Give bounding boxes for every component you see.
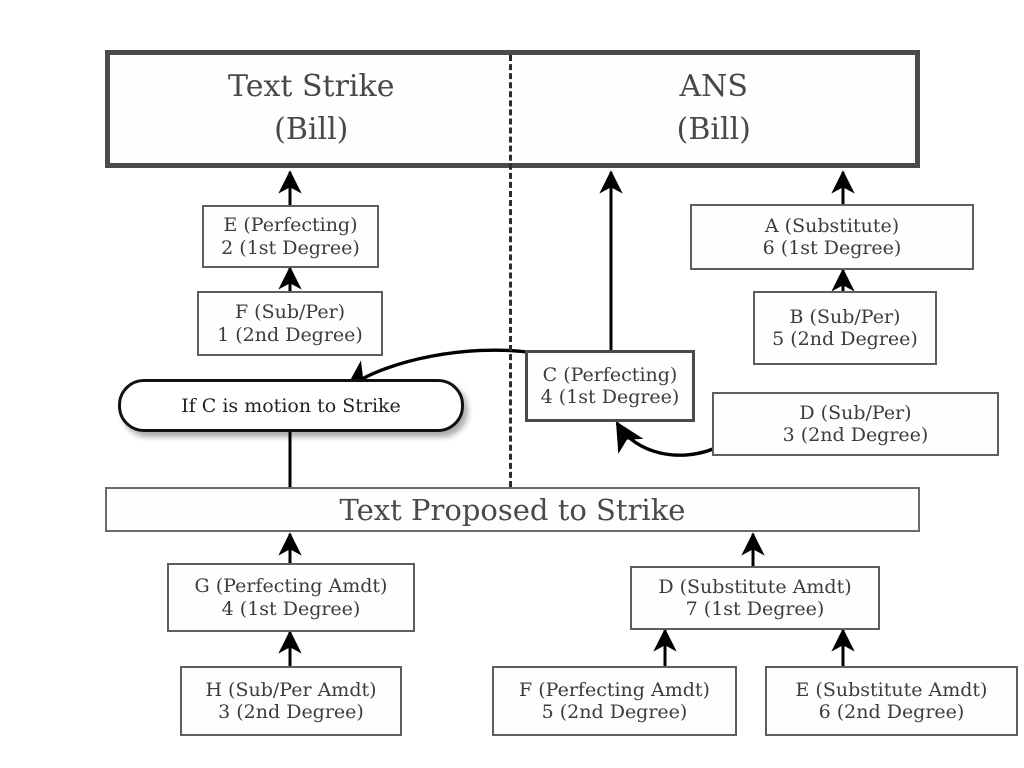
node-g-line1: G (Perfecting Amdt) bbox=[194, 575, 388, 598]
node-h-subper-amdt[interactable]: H (Sub/Per Amdt) 3 (2nd Degree) bbox=[180, 666, 402, 736]
node-d2-line2: 7 (1st Degree) bbox=[685, 598, 825, 620]
connector-d-to-c bbox=[615, 421, 714, 457]
header-column-ans: ANS (Bill) bbox=[513, 55, 916, 163]
node-f2-line2: 5 (2nd Degree) bbox=[541, 701, 688, 723]
node-g-line2: 4 (1st Degree) bbox=[221, 597, 361, 620]
node-f2-line1: F (Perfecting Amdt) bbox=[519, 678, 710, 701]
node-a-substitute[interactable]: A (Substitute) 6 (1st Degree) bbox=[690, 204, 974, 270]
vertical-dashed-divider bbox=[509, 55, 512, 487]
node-b-line1: B (Sub/Per) bbox=[789, 305, 901, 328]
node-f-line2: 1 (2nd Degree) bbox=[217, 323, 363, 346]
node-e2-line1: E (Substitute Amdt) bbox=[795, 678, 988, 701]
node-f-line1: F (Sub/Per) bbox=[234, 301, 346, 324]
node-c-line1: C (Perfecting) bbox=[542, 363, 678, 386]
header-left-line2: (Bill) bbox=[274, 112, 349, 147]
node-a-line1: A (Substitute) bbox=[764, 214, 900, 237]
mid-bar-text-proposed-to-strike: Text Proposed to Strike bbox=[105, 487, 920, 532]
node-g-perfecting-amdt[interactable]: G (Perfecting Amdt) 4 (1st Degree) bbox=[167, 563, 415, 632]
node-d-line1: D (Sub/Per) bbox=[799, 401, 912, 424]
node-e2-line2: 6 (2nd Degree) bbox=[818, 701, 965, 723]
header-left-line1: Text Strike bbox=[228, 69, 395, 105]
node-d2-substitute-amdt[interactable]: D (Substitute Amdt) 7 (1st Degree) bbox=[630, 566, 880, 630]
callout-if-c-is-motion-to-strike[interactable]: If C is motion to Strike bbox=[118, 379, 464, 432]
node-b-line2: 5 (2nd Degree) bbox=[772, 328, 918, 350]
node-d-subper[interactable]: D (Sub/Per) 3 (2nd Degree) bbox=[712, 392, 999, 456]
node-h-line2: 3 (2nd Degree) bbox=[218, 701, 364, 723]
node-a-line2: 6 (1st Degree) bbox=[762, 237, 902, 259]
node-h-line1: H (Sub/Per Amdt) bbox=[205, 678, 377, 701]
header-right-line1: ANS bbox=[679, 69, 748, 105]
header-band: Text Strike (Bill) ANS (Bill) bbox=[105, 50, 920, 168]
node-b-subper[interactable]: B (Sub/Per) 5 (2nd Degree) bbox=[753, 291, 937, 365]
node-c-line2: 4 (1st Degree) bbox=[540, 386, 680, 408]
node-e-line2: 2 (1st Degree) bbox=[221, 236, 360, 259]
header-right-line2: (Bill) bbox=[676, 112, 751, 147]
node-d-line2: 3 (2nd Degree) bbox=[782, 424, 929, 446]
node-f2-perfecting-amdt[interactable]: F (Perfecting Amdt) 5 (2nd Degree) bbox=[492, 666, 737, 736]
node-d2-line1: D (Substitute Amdt) bbox=[658, 575, 852, 598]
node-c-perfecting[interactable]: C (Perfecting) 4 (1st Degree) bbox=[525, 350, 695, 422]
mid-bar-label: Text Proposed to Strike bbox=[339, 492, 686, 527]
node-e-line1: E (Perfecting) bbox=[223, 214, 358, 237]
node-f-subper[interactable]: F (Sub/Per) 1 (2nd Degree) bbox=[197, 291, 383, 356]
node-e2-substitute-amdt[interactable]: E (Substitute Amdt) 6 (2nd Degree) bbox=[765, 666, 1018, 736]
callout-label: If C is motion to Strike bbox=[181, 394, 401, 417]
header-column-text-strike: Text Strike (Bill) bbox=[110, 55, 513, 163]
node-e-perfecting[interactable]: E (Perfecting) 2 (1st Degree) bbox=[202, 205, 379, 268]
